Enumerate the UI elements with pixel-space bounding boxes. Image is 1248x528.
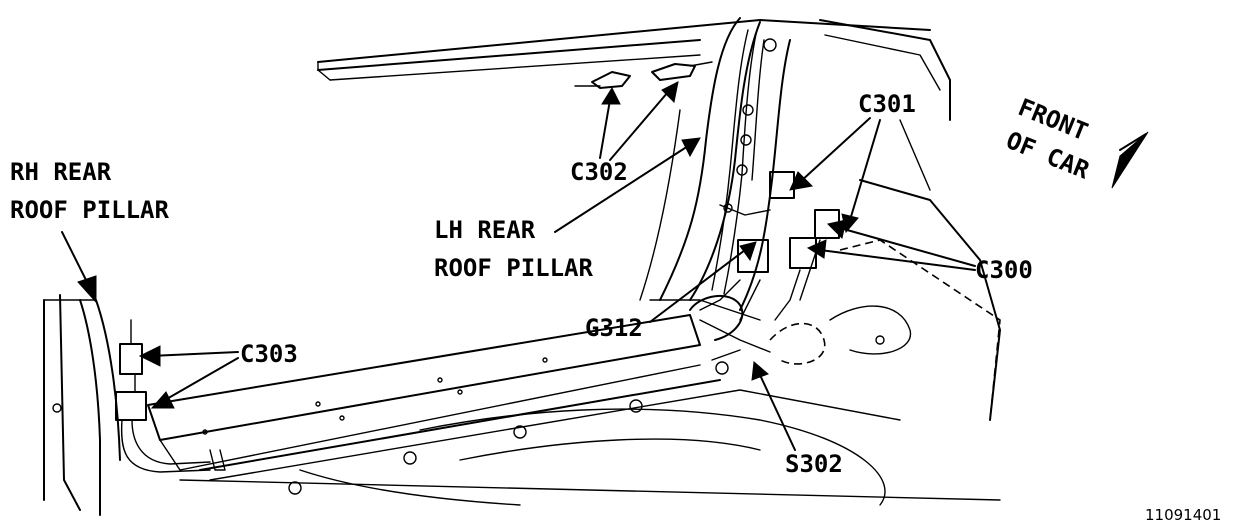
s302-label: S302 xyxy=(785,450,843,478)
c303-label: C303 xyxy=(240,340,298,368)
rear-shelf xyxy=(147,314,1001,506)
g312-label: G312 xyxy=(585,314,643,342)
figure-number: 11091401 xyxy=(1145,506,1222,524)
c301-label: C301 xyxy=(858,90,916,118)
rh-rear-roof-pillar-label-line2: ROOF PILLAR xyxy=(10,196,169,224)
quarter-panel xyxy=(769,119,1001,421)
c300-label: C300 xyxy=(975,256,1033,284)
roof-rail xyxy=(317,19,951,121)
callout-arrows xyxy=(61,81,1149,451)
lh-rear-roof-pillar-label-line2: ROOF PILLAR xyxy=(434,254,593,282)
c302-label: C302 xyxy=(570,158,628,186)
c302-connectors xyxy=(574,61,713,89)
lh-rear-roof-pillar xyxy=(639,17,791,321)
rh-rear-roof-pillar-label-line1: RH REAR xyxy=(10,158,112,186)
rh-rear-roof-pillar xyxy=(43,294,211,516)
lh-rear-roof-pillar-label-line1: LH REAR xyxy=(434,216,536,244)
ground-area xyxy=(689,294,771,375)
